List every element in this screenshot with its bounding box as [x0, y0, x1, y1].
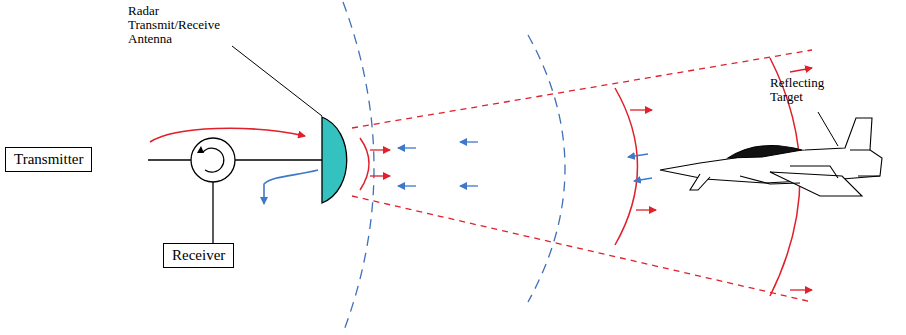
beam-edge	[352, 196, 812, 302]
leader-line	[232, 46, 322, 116]
callout-label: Radar Transmit/Receive Antenna	[128, 4, 246, 46]
return-wavefront	[343, 2, 374, 333]
antenna-dish	[322, 117, 347, 203]
circulator-arrow	[203, 148, 224, 172]
return-arrows	[398, 142, 652, 186]
outgoing-wavefront	[360, 138, 369, 190]
block-box: Transmitter	[5, 147, 92, 172]
block-label: Transmitter	[14, 151, 83, 168]
jet-aircraft	[660, 118, 882, 196]
callout-label: Reflecting Target	[770, 76, 850, 104]
transmit-flow-arrow	[150, 128, 305, 142]
circulator	[191, 138, 235, 182]
outgoing-wavefront	[615, 88, 638, 245]
wiring	[148, 160, 322, 243]
block-box: Receiver	[163, 243, 234, 268]
block-label: Receiver	[172, 247, 225, 264]
receive-flow-arrow	[264, 170, 318, 204]
beam-edge	[352, 50, 812, 128]
leader-line	[818, 112, 838, 146]
return-wavefront	[528, 35, 565, 302]
